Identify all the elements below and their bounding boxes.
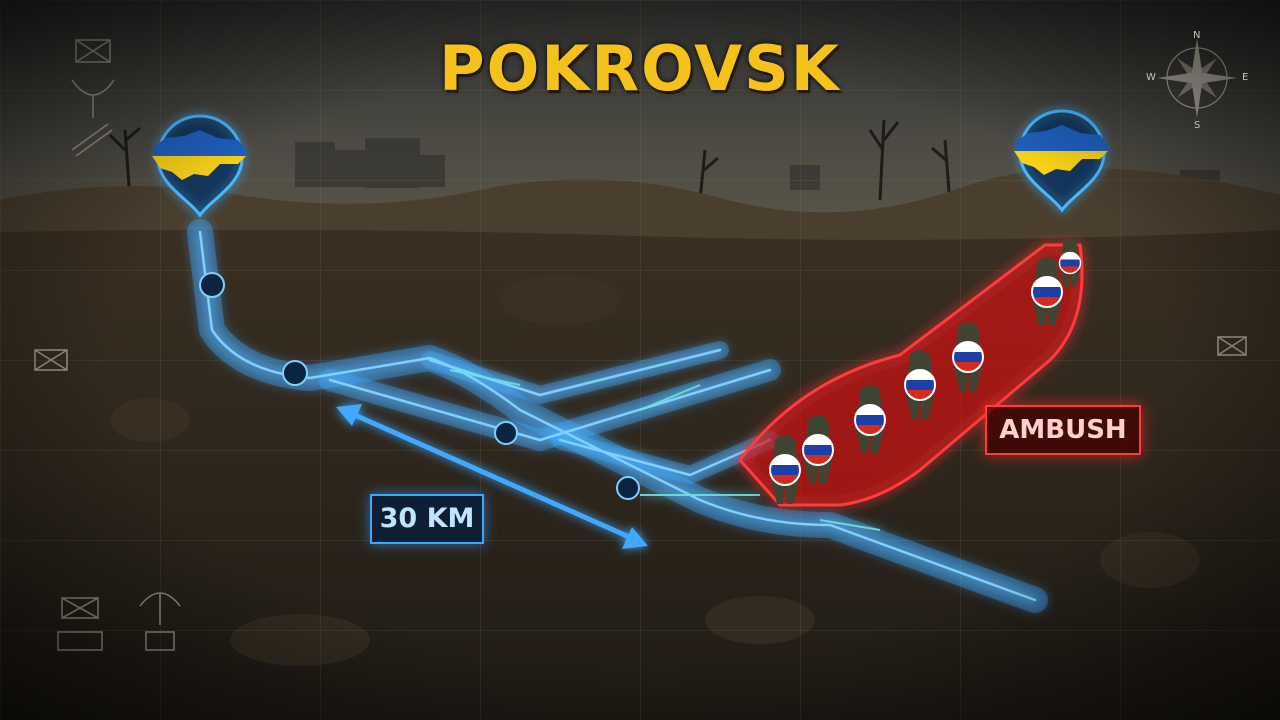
compass-east-label: E [1242, 72, 1249, 83]
compass-south-label: S [1194, 120, 1201, 131]
ambush-label: AMBUSH [985, 405, 1141, 455]
map-title: POKROVSK [439, 32, 841, 105]
compass-north-label: N [1193, 30, 1201, 41]
distance-label: 30 KM [370, 494, 484, 544]
compass-west-label: W [1146, 72, 1156, 83]
